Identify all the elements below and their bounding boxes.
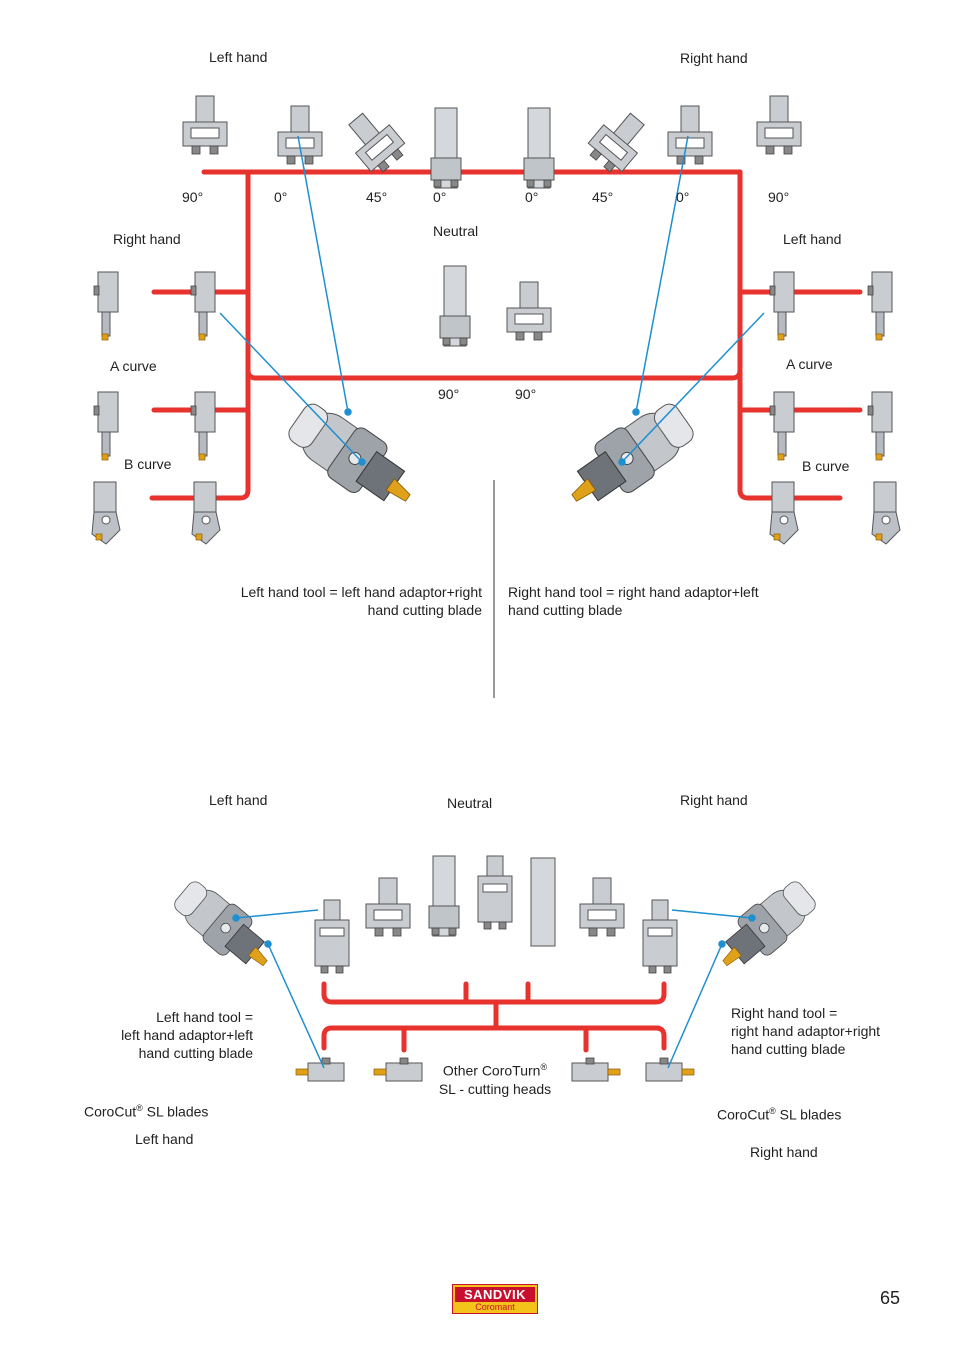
bottom-neutral-label: Neutral	[447, 795, 493, 811]
sl-heads-caption-sup: ®	[540, 1062, 548, 1072]
bottom-right-head-icon	[708, 873, 824, 981]
right-side-hand-label: Left hand	[783, 231, 842, 247]
right-cutting-head-icon	[555, 393, 703, 522]
top-right-caption: Right hand tool = right hand adaptor+lef…	[508, 584, 759, 618]
corocut-left-name: CoroCut	[84, 1103, 137, 1120]
blade-b-left-outer-icon	[93, 391, 119, 461]
b-curve-left-label: B curve	[124, 456, 172, 472]
blade-curve-right-outer-icon	[871, 481, 901, 545]
angle-label-8: 90°	[768, 189, 790, 205]
bottom-holder-6-icon	[579, 877, 625, 937]
bottom-right-hand-label: Right hand	[680, 792, 748, 808]
angle-label-1: 90°	[182, 189, 204, 205]
blade-a-right-outer-icon	[867, 271, 893, 341]
blade-a-left-inner-icon	[190, 271, 216, 341]
logo-brand: SANDVIK	[455, 1287, 535, 1302]
a-curve-left-label: A curve	[110, 358, 157, 374]
bottom-holder-4-icon	[477, 855, 513, 930]
logo-sub: Coromant	[475, 1302, 515, 1312]
blade-curve-left-inner-icon	[191, 481, 221, 545]
blade-b-right-outer-icon	[867, 391, 893, 461]
left-cutting-head-icon	[279, 393, 427, 522]
neutral-holder-group	[439, 265, 552, 347]
sl-head-4-icon	[645, 1057, 695, 1082]
bottom-pointers	[232, 909, 756, 1069]
bottom-connectors	[321, 981, 667, 1053]
angle-label-3: 45°	[366, 189, 388, 205]
top-neutral-label: Neutral	[433, 223, 479, 239]
angle-label-4: 0°	[433, 189, 447, 205]
top-pointers	[219, 135, 765, 466]
holder-0-left-icon	[277, 105, 323, 165]
holder-90-left-icon	[182, 95, 228, 155]
a-curve-right-label: A curve	[786, 356, 833, 372]
b-curve-right-label: B curve	[802, 458, 850, 474]
top-left-caption: Left hand tool = left hand adaptor+right…	[240, 584, 482, 618]
bottom-left-caption: Left hand tool = left hand adaptor+left …	[121, 1009, 253, 1061]
bottom-holder-5-icon	[530, 857, 556, 947]
corocut-left-suffix: SL blades	[142, 1103, 209, 1120]
holder-45-left-icon	[338, 104, 411, 179]
corocut-right-sup: ®	[769, 1106, 776, 1116]
angle-label-2: 0°	[274, 189, 288, 205]
blade-a-left-outer-icon	[93, 271, 119, 341]
sl-heads-caption: Other CoroTurn® SL - cutting heads	[420, 1058, 570, 1098]
angle-label-7: 0°	[676, 189, 690, 205]
neutral-qc-icon	[506, 281, 552, 341]
sl-heads-caption-line2: SL - cutting heads	[438, 1080, 552, 1097]
neutral-angle-label-1: 90°	[438, 386, 460, 402]
neutral-bar-icon	[439, 265, 471, 347]
top-connectors	[149, 169, 863, 501]
bottom-left-head-icon	[166, 873, 282, 981]
bottom-right-caption: Right hand tool = right hand adaptor+rig…	[731, 1005, 881, 1057]
sandvik-logo: SANDVIK Coromant	[452, 1284, 538, 1314]
bottom-holder-2-icon	[365, 877, 411, 937]
sl-heads-caption-line1: Other CoroTurn	[442, 1062, 541, 1079]
corocut-left-sup: ®	[136, 1103, 143, 1113]
corocut-right-suffix: SL blades	[775, 1106, 842, 1123]
top-right-hand-label: Right hand	[680, 50, 748, 66]
blade-curve-right-inner-icon	[769, 481, 799, 545]
top-left-hand-label: Left hand	[209, 49, 268, 65]
page-number: 65	[880, 1288, 901, 1308]
blades-left-hand-label: Left hand	[135, 1131, 194, 1147]
angle-label-5: 0°	[525, 189, 539, 205]
left-side-hand-label: Right hand	[113, 231, 181, 247]
holder-0-bar-right-icon	[523, 107, 555, 189]
blade-b-right-inner-icon	[769, 391, 795, 461]
corocut-right-label: CoroCut® SL blades	[717, 1102, 841, 1124]
blade-curve-left-outer-icon	[91, 481, 121, 545]
bottom-holder-7-icon	[642, 899, 678, 974]
holder-45-right-icon	[582, 104, 655, 179]
blades-right-hand-label: Right hand	[750, 1144, 818, 1160]
blade-b-left-inner-icon	[190, 391, 216, 461]
holder-90-right-icon	[756, 95, 802, 155]
bottom-holder-3-icon	[428, 855, 460, 937]
corocut-left-label: CoroCut® SL blades	[84, 1099, 208, 1121]
sl-head-1-icon	[295, 1057, 345, 1082]
corocut-right-name: CoroCut	[717, 1106, 770, 1123]
sl-head-3-icon	[571, 1057, 621, 1082]
sl-head-2-icon	[373, 1057, 423, 1082]
neutral-angle-label-2: 90°	[515, 386, 537, 402]
angle-label-6: 45°	[592, 189, 614, 205]
holder-0-right-icon	[667, 105, 713, 165]
bottom-holder-row	[314, 855, 678, 974]
holder-0-bar-left-icon	[430, 107, 462, 189]
bottom-left-hand-label: Left hand	[209, 792, 268, 808]
bottom-holder-1-icon	[314, 899, 350, 974]
blade-a-right-inner-icon	[769, 271, 795, 341]
